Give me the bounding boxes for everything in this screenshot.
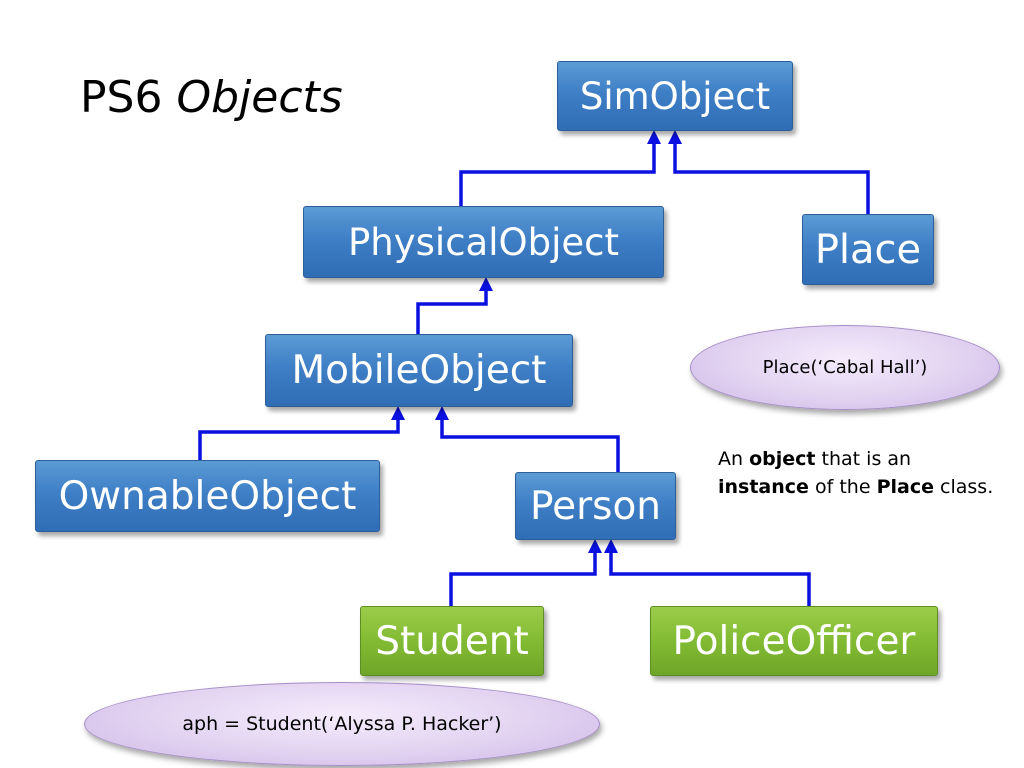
class-label-person: Person <box>529 483 662 529</box>
title-prefix: PS6 <box>80 72 163 123</box>
instance-oval-place: Place(‘Cabal Hall’) <box>690 325 1000 410</box>
edge-person-to-mobileobject <box>435 406 620 472</box>
slide-title: PS6 Objects <box>80 72 343 123</box>
class-label-physicalobject: PhysicalObject <box>347 220 619 264</box>
class-box-student: Student <box>360 606 544 676</box>
class-box-simobject: SimObject <box>557 61 793 131</box>
class-box-ownableobject: OwnableObject <box>35 460 380 532</box>
class-box-place: Place <box>802 214 934 285</box>
edge-physicalobject-to-simobject <box>459 130 661 206</box>
class-box-physicalobject: PhysicalObject <box>303 206 664 278</box>
instance-oval-student: aph = Student(‘Alyssa P. Hacker’) <box>84 682 600 766</box>
class-label-mobileobject: MobileObject <box>291 348 547 393</box>
class-label-ownableobject: OwnableObject <box>58 473 357 519</box>
class-label-simobject: SimObject <box>579 74 771 118</box>
edge-mobileobject-to-physicalobject <box>416 277 493 334</box>
instance-note: An object that is an instance of the Pla… <box>718 445 1018 501</box>
note-text-1: An <box>718 448 750 470</box>
note-bold-place: Place <box>876 476 934 498</box>
title-emphasis: Objects <box>176 72 343 123</box>
note-bold-instance: instance <box>718 476 809 498</box>
edge-student-to-person <box>449 539 602 606</box>
edge-policeofficer-to-person <box>604 539 811 606</box>
note-text-4: class. <box>933 476 994 498</box>
note-text-3: of the <box>808 476 877 498</box>
instance-label-student: aph = Student(‘Alyssa P. Hacker’) <box>182 713 502 735</box>
class-box-policeofficer: PoliceOfficer <box>650 606 938 676</box>
class-box-mobileobject: MobileObject <box>265 334 573 407</box>
edge-place-to-simobject <box>668 130 870 214</box>
note-text-2: that is an <box>815 448 912 470</box>
class-label-place: Place <box>814 226 922 273</box>
note-bold-object: object <box>749 448 816 470</box>
class-label-policeofficer: PoliceOfficer <box>672 618 916 664</box>
class-box-person: Person <box>515 472 676 540</box>
class-label-student: Student <box>375 618 529 664</box>
edge-ownableobject-to-mobileobject <box>198 406 405 460</box>
instance-label-place: Place(‘Cabal Hall’) <box>762 357 928 378</box>
